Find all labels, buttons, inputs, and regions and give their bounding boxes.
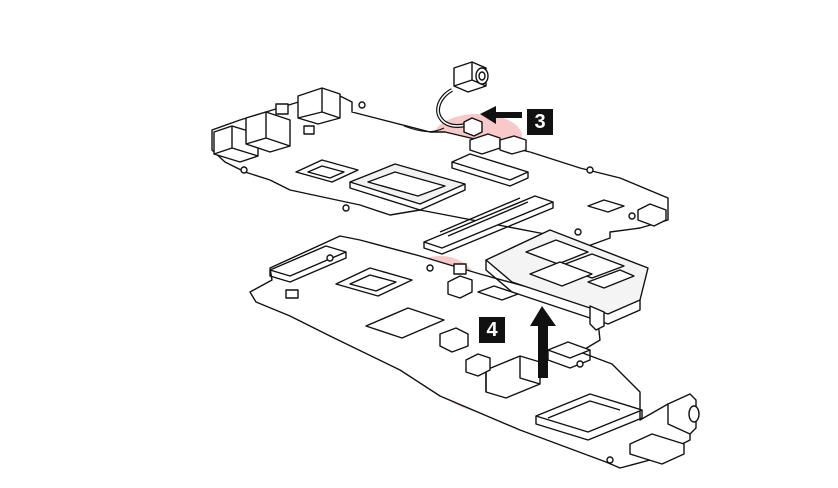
lower-connector-3 xyxy=(465,353,491,377)
side-port xyxy=(667,393,697,435)
pc-card-cage xyxy=(477,229,649,331)
video-connector xyxy=(629,433,685,465)
corner-connector xyxy=(637,203,667,227)
chip-lower-b xyxy=(365,307,445,339)
screw-holes-lower xyxy=(326,254,614,464)
cpu-die xyxy=(367,171,446,197)
arrow-up-icon xyxy=(530,306,556,378)
dc-in-plug xyxy=(463,117,483,137)
lower-small-part xyxy=(285,289,299,299)
rear-connector xyxy=(297,87,341,125)
dc-in-cable xyxy=(403,61,489,137)
lower-board xyxy=(249,235,700,469)
lower-connector-1 xyxy=(439,327,469,353)
arrow-left-icon xyxy=(480,106,522,124)
middle-connector xyxy=(447,275,473,299)
cage-bracket xyxy=(589,305,605,331)
right-connector xyxy=(587,199,625,213)
step-callout-3: 3 xyxy=(527,109,553,135)
step-callout-4: 4 xyxy=(479,317,505,343)
upper-system-board xyxy=(211,87,669,255)
cage-connector xyxy=(477,285,519,301)
screw-holes-upper xyxy=(240,101,636,236)
